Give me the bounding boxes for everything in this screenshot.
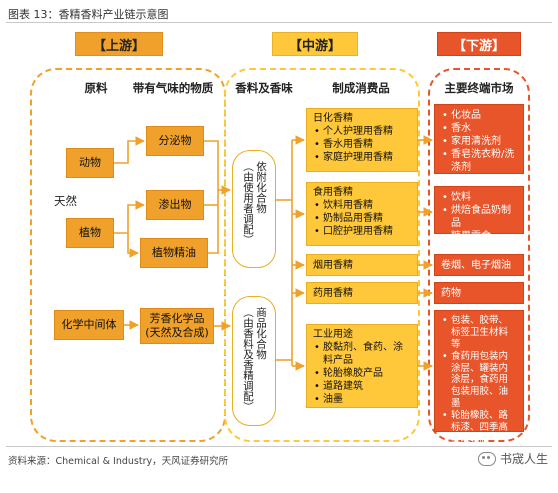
stage-upstream-header: 【上游】 xyxy=(75,32,163,56)
list-item: 饮料 xyxy=(442,191,517,204)
box-exudate: 渗出物 xyxy=(146,190,204,220)
box-market-food: 饮料 烘焙食品奶制品 糖果零食 xyxy=(434,186,524,243)
arrow-upstream-bus xyxy=(204,140,219,254)
figure-title: 图表 13：香精香料产业链示意图 xyxy=(8,8,169,21)
stage-downstream-header: 【下游】 xyxy=(437,32,521,56)
list-item: 香水用香精 xyxy=(314,138,411,151)
side-label-natural: 天然 xyxy=(54,194,77,208)
list-item: 烘焙食品奶制品 xyxy=(442,204,517,230)
midstream-group xyxy=(224,68,420,442)
stage-midstream-header: 【中游】 xyxy=(272,32,358,56)
box-tobacco-flavor: 烟用香精 xyxy=(306,254,418,276)
daily-flavor-title: 日化香精 xyxy=(313,113,353,124)
footer-divider xyxy=(6,446,552,447)
box-market-daily: 化妆品 香水 家用清洗剂 香皂洗衣粉/洗涤剂 口腔清洁 xyxy=(434,104,524,187)
industrial-use-list: 胶黏剂、食药、涂料产品 轮胎橡胶产品 道路建筑 油墨 xyxy=(313,341,411,406)
list-item: 香水 xyxy=(442,122,517,135)
column-header-market: 主要终端市场 xyxy=(444,81,514,95)
flow-arrows xyxy=(114,135,433,371)
box-industrial-use: 工业用途 胶黏剂、食药、涂料产品 轮胎橡胶产品 道路建筑 油墨 xyxy=(306,324,418,408)
list-item: 饮料用香精 xyxy=(314,199,411,212)
arrow-animal-secretion xyxy=(114,136,145,164)
food-flavor-list: 饮料用香精 奶制品用香精 口腔护理用香精 xyxy=(313,199,411,238)
wechat-icon xyxy=(478,451,496,466)
market-daily-list: 化妆品 香水 家用清洗剂 香皂洗衣粉/洗涤剂 口腔清洁 xyxy=(441,109,517,187)
box-pharma-flavor: 药用香精 xyxy=(306,282,418,304)
box-secretion: 分泌物 xyxy=(146,126,204,156)
formulated-paren-text: （由使用者调配） xyxy=(242,161,254,245)
box-commodity-compound: （由香料及香精调配） 商品化合物 xyxy=(232,296,276,426)
arrow-plant-oil xyxy=(127,233,139,258)
list-item: 道路建筑 xyxy=(314,380,411,393)
list-item: 轮胎橡胶产品 xyxy=(314,367,411,380)
list-item: 家用清洗剂 xyxy=(442,135,517,148)
commodity-main-text: 商品化合物 xyxy=(255,307,268,360)
box-market-pharma: 药物 xyxy=(434,282,524,304)
box-daily-flavor: 日化香精 个人护理用香精 香水用香精 家庭护理用香精 xyxy=(306,108,418,172)
list-item: 糖果零食 xyxy=(442,230,517,243)
box-essential-oil: 植物精油 xyxy=(140,238,208,268)
list-item: 个人护理用香精 xyxy=(314,125,411,138)
box-food-flavor: 食用香精 饮料用香精 奶制品用香精 口腔护理用香精 xyxy=(306,182,418,246)
list-item: 油墨 xyxy=(314,393,411,406)
column-header-raw: 原料 xyxy=(84,81,108,95)
box-aromatic-chemicals: 芳香化学品 (天然及合成) xyxy=(140,308,214,344)
column-header-flavor: 香料及香味 xyxy=(235,81,293,95)
watermark-text: 书宬人生 xyxy=(500,452,549,466)
box-market-tobacco: 卷烟、电子烟油 xyxy=(434,254,524,276)
list-item: 化妆品 xyxy=(442,109,517,122)
list-item: 香皂洗衣粉/洗涤剂 xyxy=(442,148,517,174)
list-item: 食药用包装内涂层、罐装内涂层，食药用包装用胶、油墨 xyxy=(442,351,517,410)
box-market-industrial: 包装、胶带、标签卫生材料等 食药用包装内涂层、罐装内涂层，食药用包装用胶、油墨 … xyxy=(434,310,524,492)
list-item: 胶黏剂、食药、涂料产品 xyxy=(314,341,411,367)
list-item: 口腔清洁 xyxy=(442,174,517,187)
food-flavor-title: 食用香精 xyxy=(313,187,353,198)
industrial-use-title: 工业用途 xyxy=(313,329,353,340)
box-plant: 植物 xyxy=(66,218,114,248)
daily-flavor-list: 个人护理用香精 香水用香精 家庭护理用香精 xyxy=(313,125,411,164)
arrow-plant-exudate xyxy=(114,200,145,234)
list-item: 奶制品用香精 xyxy=(314,212,411,225)
watermark: 书宬人生 xyxy=(478,450,548,467)
box-animal: 动物 xyxy=(66,148,114,178)
list-item: 包装、胶带、标签卫生材料等 xyxy=(442,315,517,351)
market-food-list: 饮料 烘焙食品奶制品 糖果零食 xyxy=(441,191,517,243)
commodity-paren-text: （由香料及香精调配） xyxy=(242,307,254,412)
list-item: 家庭护理用香精 xyxy=(314,151,411,164)
column-header-product: 制成消费品 xyxy=(332,81,390,95)
list-item: 口腔护理用香精 xyxy=(314,225,411,238)
box-chemical-intermediate: 化学中间体 xyxy=(54,310,124,340)
source-note: 资料来源：Chemical & Industry，天风证券研究所 xyxy=(8,456,229,467)
list-item: 轮胎橡胶、路标漆、四季高性能轮胎 xyxy=(442,410,517,446)
title-divider xyxy=(6,22,552,23)
box-formulated-compound: （由使用者调配） 依附化合物 xyxy=(232,150,276,268)
formulated-main-text: 依附化合物 xyxy=(255,161,268,214)
column-header-odorous: 带有气味的物质 xyxy=(132,81,214,95)
